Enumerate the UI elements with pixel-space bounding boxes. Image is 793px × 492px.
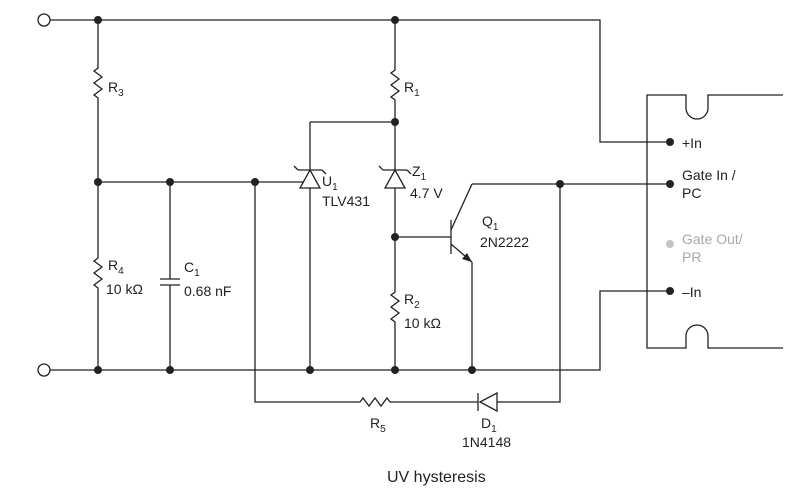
r3-label: R3 (108, 79, 124, 99)
r4-value: 10 kΩ (106, 281, 143, 297)
u1-label: U1 (322, 173, 338, 193)
zener-z1 (378, 122, 412, 237)
pin-gate-in (666, 180, 674, 188)
pin-plus-in (666, 138, 674, 146)
c1-label: C1 (184, 259, 200, 279)
bottom-rail (50, 290, 670, 371)
resistor-r2 (389, 237, 401, 370)
q1-part: 2N2222 (480, 234, 529, 250)
pin-gate-out-label-2: PR (682, 249, 701, 265)
d1-part: 1N4148 (462, 434, 511, 450)
r2-value: 10 kΩ (404, 315, 441, 331)
pin-plus-in-label: +In (682, 135, 702, 151)
shunt-regulator-u1 (293, 121, 395, 370)
resistor-r4 (92, 182, 104, 370)
pin-gate-in-label: Gate In / (682, 167, 736, 183)
d1-label: D1 (481, 415, 497, 435)
pin-gate-in-label-2: PC (682, 185, 701, 201)
z1-label: Z1 (412, 163, 427, 183)
z1-value: 4.7 V (410, 185, 443, 201)
bottom-input-terminal (37, 363, 51, 377)
resistor-r1 (389, 20, 401, 122)
transistor-q1 (395, 183, 670, 370)
top-rail (50, 19, 670, 143)
power-module-outline (646, 94, 783, 349)
c1-value: 0.68 nF (184, 283, 231, 299)
feedback-wire-left (254, 182, 360, 403)
diode-d1 (477, 184, 561, 413)
r4-label: R4 (108, 257, 124, 277)
capacitor-c1 (160, 182, 180, 370)
r5-label: R5 (370, 415, 386, 435)
u1-part: TLV431 (322, 193, 370, 209)
pin-minus-in (666, 287, 674, 295)
junction-dots (94, 16, 564, 374)
r2-label: R2 (404, 291, 420, 311)
resistor-r3 (92, 20, 104, 182)
pin-gate-out-label: Gate Out/ (682, 231, 743, 247)
pin-minus-in-label: –In (682, 284, 701, 300)
pin-gate-out (666, 240, 674, 248)
resistor-r5 (359, 396, 478, 408)
figure-caption: UV hysteresis (387, 469, 486, 486)
q1-label: Q1 (482, 213, 499, 233)
r1-label: R1 (404, 79, 420, 99)
top-input-terminal (37, 13, 51, 27)
